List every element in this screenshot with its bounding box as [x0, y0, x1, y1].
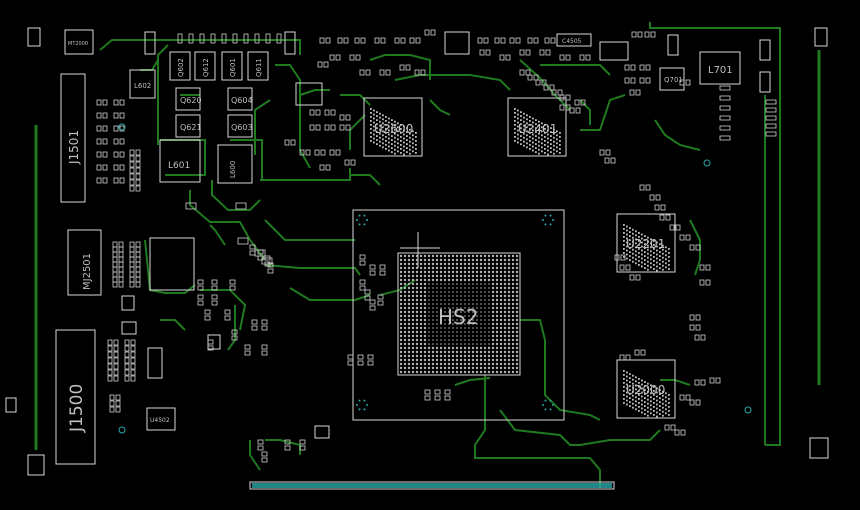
- l701-outline[interactable]: [699, 51, 741, 85]
- label-q604: Q604: [231, 96, 253, 105]
- label-l701: L701: [708, 65, 733, 76]
- label-q620: Q620: [180, 96, 202, 105]
- label-mj2501: MJ2501: [82, 253, 93, 290]
- hs2-outline[interactable]: [352, 209, 565, 421]
- label-j1500: J1500: [67, 384, 87, 433]
- label-layer: HS2 U2600 U2401 U2201 U2000 J1500 J1501 …: [67, 38, 733, 433]
- label-l601: L601: [168, 161, 190, 171]
- label-mt2000: MT2000: [68, 41, 88, 47]
- label-q612: Q612: [202, 58, 210, 77]
- label-q701: Q701: [664, 76, 683, 84]
- u4502-outline[interactable]: [146, 407, 176, 431]
- mj2501-outline[interactable]: [67, 229, 102, 296]
- heatsink-corner-pads: [356, 214, 554, 411]
- l601-outline[interactable]: [159, 139, 201, 183]
- label-u2201: U2201: [626, 237, 665, 251]
- u2201-outline[interactable]: [616, 213, 676, 273]
- label-j1501: J1501: [67, 130, 81, 165]
- label-q621: Q621: [180, 123, 202, 132]
- label-l600: L600: [229, 161, 237, 178]
- label-u2000: U2000: [626, 383, 665, 397]
- label-q602: Q602: [177, 58, 185, 77]
- label-u4502: U4502: [150, 417, 170, 424]
- j1500-outline[interactable]: [55, 329, 96, 465]
- label-u2401: U2401: [518, 122, 557, 136]
- j1501-outline[interactable]: [60, 73, 86, 203]
- label-q601: Q601: [229, 58, 237, 77]
- u2000-outline[interactable]: [616, 359, 676, 419]
- u2401-outline[interactable]: [507, 97, 567, 157]
- label-hs2: HS2: [438, 305, 478, 329]
- pad-layer: [252, 483, 612, 488]
- label-c4505: C4505: [562, 38, 582, 45]
- label-q603: Q603: [231, 123, 253, 132]
- label-q611: Q611: [255, 58, 263, 77]
- label-l602: L602: [134, 82, 151, 90]
- small-components: [96, 29, 777, 463]
- pcie-edge-connector[interactable]: [249, 481, 615, 490]
- l602-outline[interactable]: [129, 69, 156, 99]
- silkscreen-layer: [5, 27, 829, 490]
- trace-layer: [34, 22, 821, 488]
- u2600-outline[interactable]: [363, 97, 423, 157]
- label-u2600: U2600: [374, 122, 413, 136]
- memory-ball-grids: [370, 108, 670, 418]
- gpu-die-outline: [397, 252, 521, 376]
- mounting-holes: [118, 123, 752, 434]
- bga-ball-grid: [399, 254, 519, 374]
- l600-outline[interactable]: [217, 144, 253, 184]
